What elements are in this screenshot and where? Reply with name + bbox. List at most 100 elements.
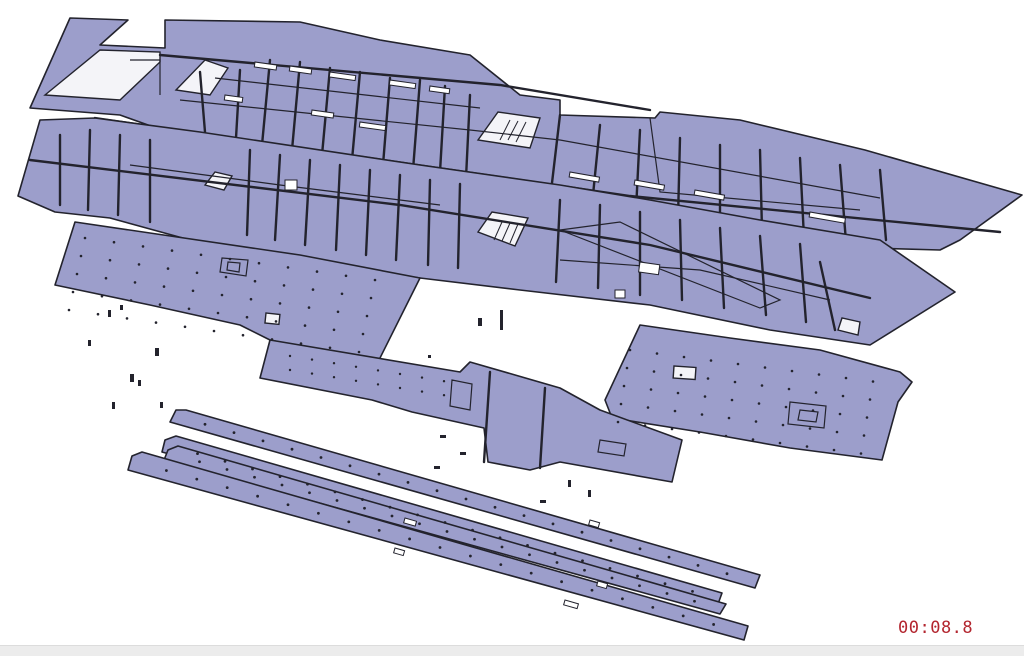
fastener-hole bbox=[619, 402, 623, 406]
fastener-hole bbox=[390, 514, 394, 518]
fastener-hole bbox=[670, 427, 674, 431]
fastener-hole bbox=[787, 387, 791, 391]
fastener-hole bbox=[328, 346, 332, 350]
fastener-hole bbox=[141, 245, 145, 248]
loose-fragments bbox=[88, 305, 591, 503]
fastener-hole bbox=[363, 506, 366, 510]
fastener-hole bbox=[125, 317, 129, 320]
fastener-hole bbox=[709, 359, 713, 362]
fastener-hole bbox=[724, 434, 728, 438]
fastener-hole bbox=[736, 362, 740, 366]
fastener-hole bbox=[187, 307, 191, 311]
fastener-hole bbox=[841, 394, 845, 398]
fastener-hole bbox=[133, 281, 137, 284]
fastener-hole bbox=[691, 589, 694, 593]
fastener-hole bbox=[245, 315, 249, 319]
fastener-hole bbox=[621, 597, 624, 601]
fastener-hole bbox=[638, 584, 641, 588]
fastener-hole bbox=[357, 350, 361, 354]
fastener-hole bbox=[212, 329, 216, 333]
fastener-hole bbox=[696, 564, 700, 567]
fastener-hole bbox=[832, 448, 836, 452]
fastener-hole bbox=[751, 438, 755, 441]
fastener-hole bbox=[232, 431, 236, 434]
fastener-hole bbox=[778, 441, 782, 445]
fastener-hole bbox=[104, 276, 108, 280]
fastener-hole bbox=[365, 314, 369, 318]
fastener-hole bbox=[555, 561, 559, 564]
fastener-hole bbox=[274, 320, 278, 323]
fastener-hole bbox=[712, 623, 715, 626]
fastener-hole bbox=[220, 293, 224, 297]
fastener-hole bbox=[651, 605, 655, 609]
middle-deck-plate bbox=[17, 117, 956, 346]
fastener-hole bbox=[676, 391, 680, 395]
fastener-hole bbox=[165, 469, 168, 472]
fastener-hole bbox=[814, 391, 818, 394]
fastener-hole bbox=[835, 430, 839, 434]
fastener-hole bbox=[473, 537, 476, 541]
fastener-hole bbox=[420, 376, 424, 379]
fastener-hole bbox=[616, 420, 620, 424]
skylight-slots bbox=[284, 179, 661, 299]
fastener-hole bbox=[581, 559, 584, 563]
fastener-hole bbox=[471, 528, 474, 532]
fastener-hole bbox=[663, 582, 667, 586]
fastener-hole bbox=[354, 379, 358, 382]
fastener-hole bbox=[808, 427, 812, 430]
fastener-hole bbox=[625, 366, 629, 370]
fastener-hole bbox=[223, 459, 227, 463]
fastener-hole bbox=[859, 452, 863, 455]
fastener-hole bbox=[253, 279, 257, 283]
fastener-hole bbox=[781, 423, 785, 427]
fastener-hole bbox=[196, 452, 199, 456]
fastener-hole bbox=[665, 592, 669, 595]
fastener-hole bbox=[112, 240, 116, 244]
fastener-hole bbox=[703, 395, 707, 398]
fastener-hole bbox=[693, 599, 696, 603]
fastener-hole bbox=[129, 299, 133, 302]
fastener-hole bbox=[733, 380, 737, 384]
fastener-hole bbox=[420, 390, 424, 393]
fastener-hole bbox=[191, 289, 195, 293]
fastener-hole bbox=[638, 547, 642, 551]
fastener-hole bbox=[844, 376, 848, 380]
fastener-hole bbox=[790, 369, 794, 373]
fastener-hole bbox=[83, 236, 87, 240]
fastener-hole bbox=[464, 497, 468, 501]
fastener-hole bbox=[306, 482, 309, 486]
fastener-hole bbox=[551, 522, 555, 526]
fastener-hole bbox=[251, 467, 254, 471]
fastener-hole bbox=[308, 491, 311, 495]
fastener-hole bbox=[865, 416, 869, 419]
fastener-hole bbox=[303, 324, 307, 327]
fastener-hole bbox=[608, 567, 612, 570]
fastener-hole bbox=[700, 413, 704, 416]
fastener-hole bbox=[203, 422, 207, 426]
status-bar bbox=[0, 645, 1024, 656]
fastener-hole bbox=[646, 406, 650, 409]
fastener-hole bbox=[667, 555, 671, 559]
fastener-hole bbox=[553, 551, 557, 555]
fastener-hole bbox=[315, 270, 319, 273]
fastener-hole bbox=[137, 263, 141, 266]
fastener-hole bbox=[67, 308, 71, 312]
fastener-hole bbox=[583, 568, 586, 572]
fastener-hole bbox=[154, 321, 158, 324]
fastener-hole bbox=[195, 271, 199, 275]
fastener-hole bbox=[408, 537, 411, 541]
fastener-hole bbox=[469, 554, 472, 558]
fastener-hole bbox=[286, 266, 290, 269]
fastener-hole bbox=[278, 475, 282, 478]
fastener-hole bbox=[526, 544, 529, 547]
fastener-hole bbox=[652, 370, 656, 373]
fastener-hole bbox=[560, 580, 563, 584]
fastener-hole bbox=[862, 434, 866, 437]
fastener-hole bbox=[256, 494, 259, 498]
fastener-hole bbox=[310, 358, 314, 361]
fastener-hole bbox=[311, 288, 315, 291]
fastener-hole bbox=[228, 257, 232, 261]
fastener-hole bbox=[225, 468, 229, 471]
